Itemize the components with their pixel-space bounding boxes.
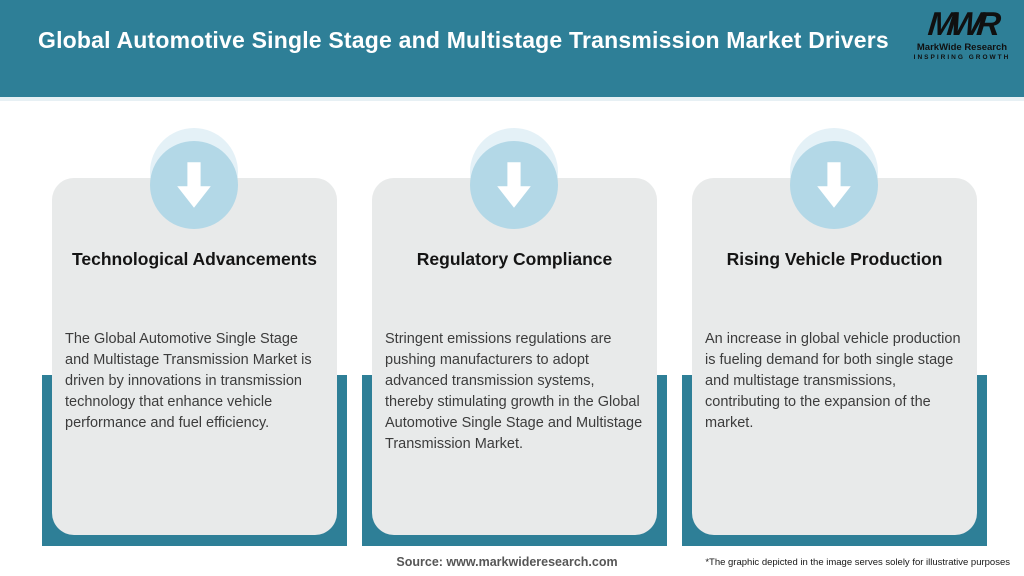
arrow-down-icon <box>150 141 238 229</box>
card-panel <box>692 178 977 535</box>
driver-card-technological-advancements: Technological Advancements The Global Au… <box>42 0 347 576</box>
card-title: Regulatory Compliance <box>416 249 613 269</box>
markwide-research-logo: MWR MarkWide Research INSPIRING GROWTH <box>912 5 1012 62</box>
card-title: Technological Advancements <box>71 249 318 269</box>
card-panel <box>372 178 657 535</box>
page-title: Global Automotive Single Stage and Multi… <box>38 26 889 53</box>
logo-tagline: INSPIRING GROWTH <box>913 54 1011 61</box>
logo-name: MarkWide Research <box>916 42 1008 53</box>
card-body-text: An increase in global vehicle production… <box>705 331 961 431</box>
source-attribution: Source: www.markwideresearch.com <box>396 555 618 569</box>
card-title: Rising Vehicle Production <box>726 249 943 269</box>
header-divider <box>0 97 1024 101</box>
driver-card-regulatory-compliance: Regulatory Compliance Stringent emission… <box>362 0 667 576</box>
card-panel <box>52 178 337 535</box>
driver-card-rising-vehicle-production: Rising Vehicle Production An increase in… <box>682 0 987 576</box>
illustrative-disclaimer: *The graphic depicted in the image serve… <box>705 557 1010 568</box>
arrow-down-icon <box>790 141 878 229</box>
card-body-text: The Global Automotive Single Stage and M… <box>65 331 312 431</box>
arrow-down-icon <box>470 141 558 229</box>
card-body-text: Stringent emissions regulations are push… <box>385 331 643 452</box>
header-bar: Global Automotive Single Stage and Multi… <box>0 0 1024 97</box>
